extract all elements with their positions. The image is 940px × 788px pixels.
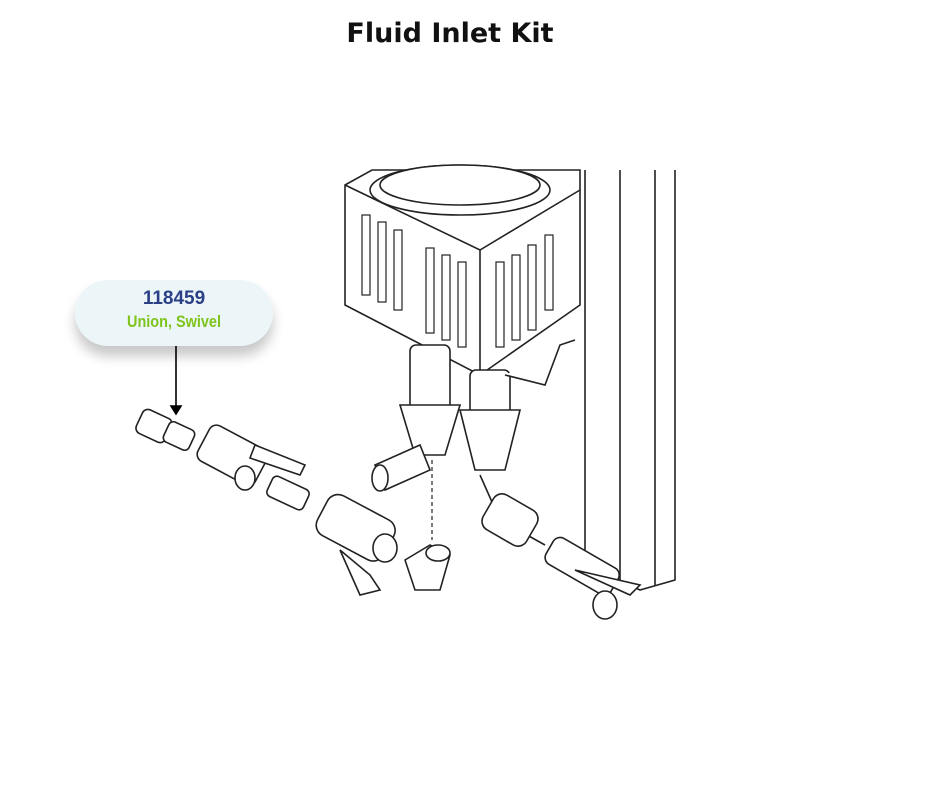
part-number: 118459 (142, 288, 206, 309)
pump-housing (584, 170, 676, 591)
part-callout: 118459 Union, Swivel (75, 280, 273, 346)
pump-inlet-fittings (371, 339, 642, 620)
inlet-kit-parts (135, 408, 451, 596)
part-description: Union, Swivel (127, 312, 221, 331)
motor-block (344, 164, 581, 376)
page-title: Fluid Inlet Kit (346, 18, 554, 49)
